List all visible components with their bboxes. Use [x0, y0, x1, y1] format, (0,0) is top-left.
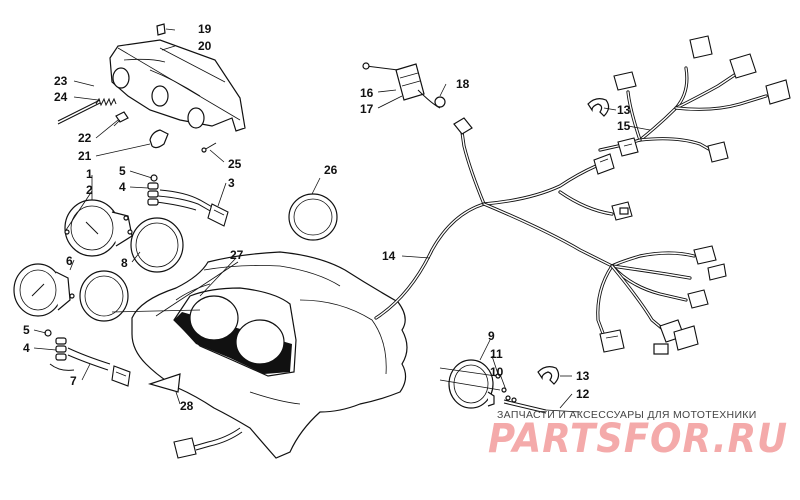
adjuster-screw [57, 99, 101, 125]
callout-13a: 13 [617, 103, 631, 117]
callout-7: 7 [70, 374, 77, 388]
callout-3: 3 [228, 176, 235, 190]
callout-22: 22 [78, 131, 92, 145]
headlight-assembly [109, 39, 246, 132]
lower-screw [201, 142, 217, 153]
gauge-bezel-ring [130, 217, 184, 273]
headlight-clip [156, 23, 166, 36]
bulb-holders-upper [147, 174, 159, 206]
ignition-bezel [448, 359, 495, 409]
harness-branch-connectors [593, 153, 633, 221]
bulb-socket [113, 111, 129, 127]
relay-assembly [362, 62, 473, 135]
callout-8: 8 [121, 256, 128, 270]
callout-4a: 4 [119, 180, 126, 194]
callout-6: 6 [66, 254, 73, 268]
harness-clip-upper [587, 98, 610, 117]
callout-5b: 5 [23, 323, 30, 337]
watermark: ЗАПЧАСТИ И АКСЕССУАРЫ ДЛЯ МОТОТЕХНИКИ PA… [488, 409, 788, 462]
speedometer-gauge [64, 199, 133, 257]
callout-9: 9 [488, 329, 495, 343]
callout-27: 27 [230, 248, 244, 262]
callout-14: 14 [382, 249, 396, 263]
leader-lines [33, 28, 651, 409]
callout-10: 10 [490, 365, 504, 379]
dash-panel [131, 251, 408, 459]
callout-21: 21 [78, 149, 92, 163]
callout-16: 16 [360, 86, 374, 100]
bezel-hardware [439, 367, 581, 414]
callout-28: 28 [180, 399, 194, 413]
lower-right-harness [596, 245, 727, 355]
gauge-bezel-ring-lower [79, 270, 129, 322]
watermark-logo: PARTSFOR.RU [488, 416, 788, 462]
gauge-pigtail-lower [44, 329, 131, 387]
callout-26: 26 [324, 163, 338, 177]
gauge-pigtail-harness [155, 189, 229, 227]
callout-23: 23 [54, 74, 68, 88]
callout-20: 20 [198, 39, 212, 53]
callout-15: 15 [617, 119, 631, 133]
callout-24: 24 [54, 90, 68, 104]
callout-18: 18 [456, 77, 470, 91]
callout-2: 2 [86, 183, 93, 197]
dash-harness-lead [173, 427, 243, 459]
callout-4b: 4 [23, 341, 30, 355]
adjuster-bracket [149, 129, 169, 149]
decal-28 [147, 373, 181, 393]
callout-12: 12 [576, 387, 590, 401]
tachometer-gauge [13, 263, 75, 317]
harness-clip-lower [537, 366, 560, 385]
callout-25: 25 [228, 157, 242, 171]
watermark-tagline: ЗАПЧАСТИ И АКСЕССУАРЫ ДЛЯ МОТОТЕХНИКИ [497, 409, 757, 421]
bezel-ring-26 [288, 193, 338, 241]
callout-13b: 13 [576, 369, 590, 383]
callout-19: 19 [198, 22, 212, 36]
callout-1: 1 [86, 167, 93, 181]
callout-labels: 19 20 23 24 22 21 25 5 4 1 2 3 8 6 5 4 7… [23, 22, 631, 413]
callout-11: 11 [490, 347, 503, 361]
main-wiring-harness [374, 130, 614, 320]
callout-17: 17 [360, 102, 374, 116]
adjuster-spring [95, 97, 117, 107]
upper-right-harness [598, 35, 791, 163]
callout-5a: 5 [119, 164, 126, 178]
